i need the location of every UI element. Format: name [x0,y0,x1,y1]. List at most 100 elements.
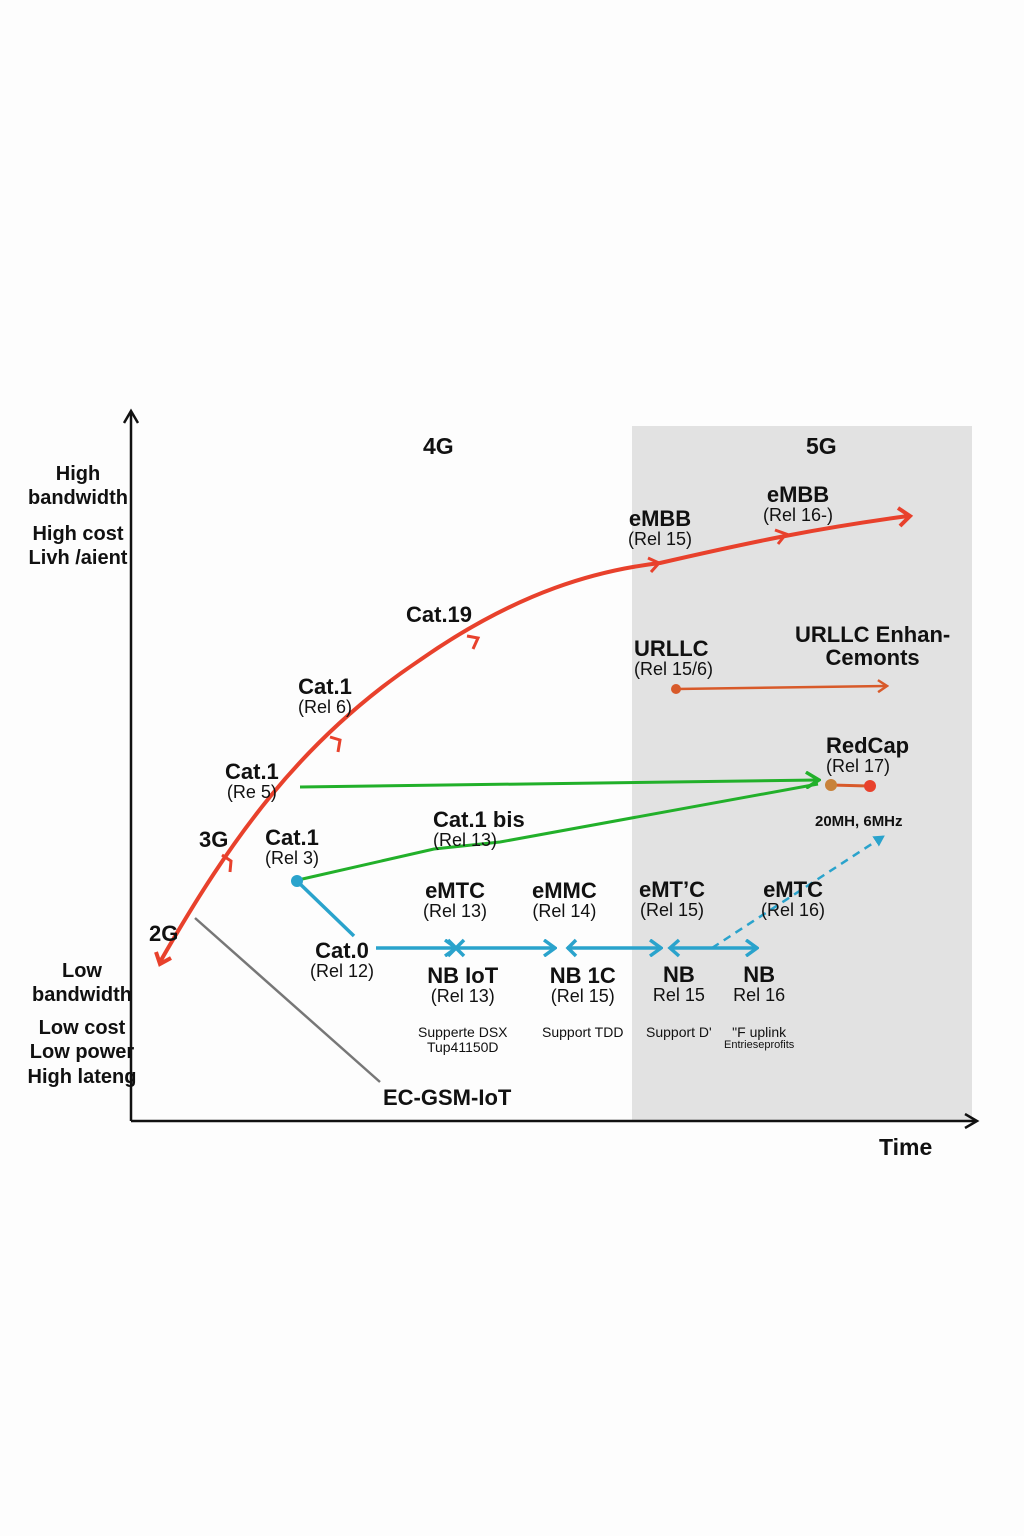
ec-gsm-line [194,917,381,1083]
node-ecgsm-title: EC-GSM-IoT [383,1085,512,1110]
node-nbiot13: NB IoT (Rel 13) Supperte DSX Tup41150D [418,964,508,1054]
y-low-line-1: Low [62,960,102,982]
node-3g-title: 3G [199,827,229,852]
node-nbiot13-sub: (Rel 13) [430,986,495,1007]
node-embb16-title: eMBB [766,482,830,507]
cat1-rel3-to-redcap-line [297,782,819,882]
node-emtc13-sub: (Rel 13) [423,901,488,922]
chevron-embb15-icon [647,556,662,573]
node-urllc-enh-title: URLLC Enhan- [795,622,951,647]
y-low-line-4: Low power [29,1041,135,1064]
node-emmc14-sub: (Rel 14) [532,901,597,922]
node-cat1-rel6-title: Cat.1 [298,674,352,699]
redcap-start-dot [825,779,837,791]
node-nb16-title: NB [743,962,776,987]
node-nb15-sub: Rel 15 [652,985,705,1006]
node-nbiot13-title: NB IoT [427,963,499,988]
2g-arrowhead-icon [154,951,172,967]
node-emtc15-sub: (Rel 15) [639,900,705,921]
node-redcap-bandwidth: 20MH, 6MHz [815,814,903,831]
node-embb16: eMBB (Rel 16-) [763,483,833,525]
y-high-line-1: High [55,463,101,485]
node-nb16-sub: Rel 16 [733,985,786,1006]
node-urllc-sub: (Rel 15/6) [634,659,714,680]
node-embb15-sub: (Rel 15) [628,529,693,550]
node-cat0: Cat.0 (Rel 12) [310,939,374,981]
arrowhead-embb-end-icon [896,506,914,528]
chevron-3g-icon [221,853,233,873]
node-nbiot13-note2: Tup41150D [426,1038,499,1055]
y-low-line-2: bandwidth [32,984,132,1007]
y-axis-high-labels: High bandwidth High cost Livh /aient [14,462,142,571]
cat1-rel5-to-redcap-line [299,780,818,787]
node-nb1c15-note: Support TDD [542,1023,624,1040]
node-3g: 3G [199,828,228,851]
node-nb1c15: NB 1C (Rel 15) Support TDD [542,964,623,1040]
node-cat1-rel5: Cat.1 (Re 5) [225,760,279,802]
node-cat1bis-sub: (Rel 13) [433,830,498,851]
node-emtc15-title: eMT’C [639,877,705,902]
node-cat0-title: Cat.0 [315,938,369,963]
node-ecgsm: EC-GSM-IoT [383,1086,511,1109]
node-nbiot13-note: Supperte DSX [418,1023,508,1040]
node-emtc13: eMTC (Rel 13) [423,879,487,921]
node-urllc-title: URLLC [634,636,709,661]
node-cat1-rel6: Cat.1 (Rel 6) [298,675,352,717]
era-4g-label: 4G [423,433,454,459]
node-redcap-sub: (Rel 17) [826,756,891,777]
y-high-line-2: bandwidth [28,487,128,510]
node-emtc16-title: eMTC [763,877,823,902]
node-emtc16-sub: (Rel 16) [761,900,826,921]
node-embb16-sub: (Rel 16-) [763,505,834,526]
node-cat1-rel3-title: Cat.1 [265,825,319,850]
node-2g: 2G [149,922,178,945]
node-nb15-note: Support D' [646,1023,712,1040]
node-emmc14: eMMC (Rel 14) [532,879,597,921]
node-redcap-title: RedCap [826,733,910,758]
cross-marker-icon [446,938,466,958]
node-cat19: Cat.19 [406,603,472,626]
chevron-cat19-icon [466,634,481,650]
node-cat1-rel3: Cat.1 (Rel 3) [265,826,319,868]
node-2g-title: 2G [149,921,179,946]
node-cat1-rel6-sub: (Rel 6) [298,697,353,718]
node-emmc14-title: eMMC [532,878,597,903]
node-redcap: RedCap (Rel 17) [826,734,909,776]
dashed-to-bandwidth-line [711,834,885,950]
y-low-line-3: Low cost [38,1016,126,1039]
node-cat1-rel5-sub: (Re 5) [226,782,277,803]
node-urllc-enh-title2: Cemonts [825,645,920,671]
node-cat1-rel5-title: Cat.1 [225,759,279,784]
node-cat19-title: Cat.19 [406,602,473,627]
node-nb1c15-title: NB 1C [549,963,616,988]
node-cat1-rel3-sub: (Rel 3) [265,848,320,869]
node-cat1bis-title: Cat.1 bis [433,807,525,832]
node-embb15: eMBB (Rel 15) [628,507,692,549]
node-emtc13-title: eMTC [425,878,485,903]
x-axis-label: Time [879,1134,933,1160]
redcap-bandwidth-text: 20MH, 6MHz [815,813,903,830]
node-emtc16: eMTC (Rel 16) [761,878,825,920]
node-nb1c15-sub: (Rel 15) [550,986,615,1007]
node-nb16-note: "F uplink [732,1023,787,1040]
node-embb15-title: eMBB [628,506,692,531]
y-low-line-5: High lateng [27,1065,137,1088]
node-urllc: URLLC (Rel 15/6) [634,637,713,679]
node-nb16-note2: Entrieseprofits [724,1038,795,1051]
redcap-connector [830,783,869,788]
y-high-line-3: High cost [32,522,124,545]
redcap-end-dot [864,780,876,792]
era-5g-label: 5G [806,433,837,459]
back-chevron-2-icon [667,938,681,958]
back-chevron-1-icon [565,938,578,958]
cat1-rel3-to-cat0-line [295,879,356,938]
y-axis-low-labels: Low bandwidth Low cost Low power High la… [18,959,146,1089]
broadband-curve [158,514,909,963]
node-cat0-sub: (Rel 12) [310,961,375,982]
chevron-cat1-rel6-icon [329,735,342,753]
node-nb16: NB Rel 16 "F uplink Entrieseprofits [724,963,794,1051]
node-nb15-title: NB [662,962,695,987]
node-nb15: NB Rel 15 Support D' [646,963,712,1040]
